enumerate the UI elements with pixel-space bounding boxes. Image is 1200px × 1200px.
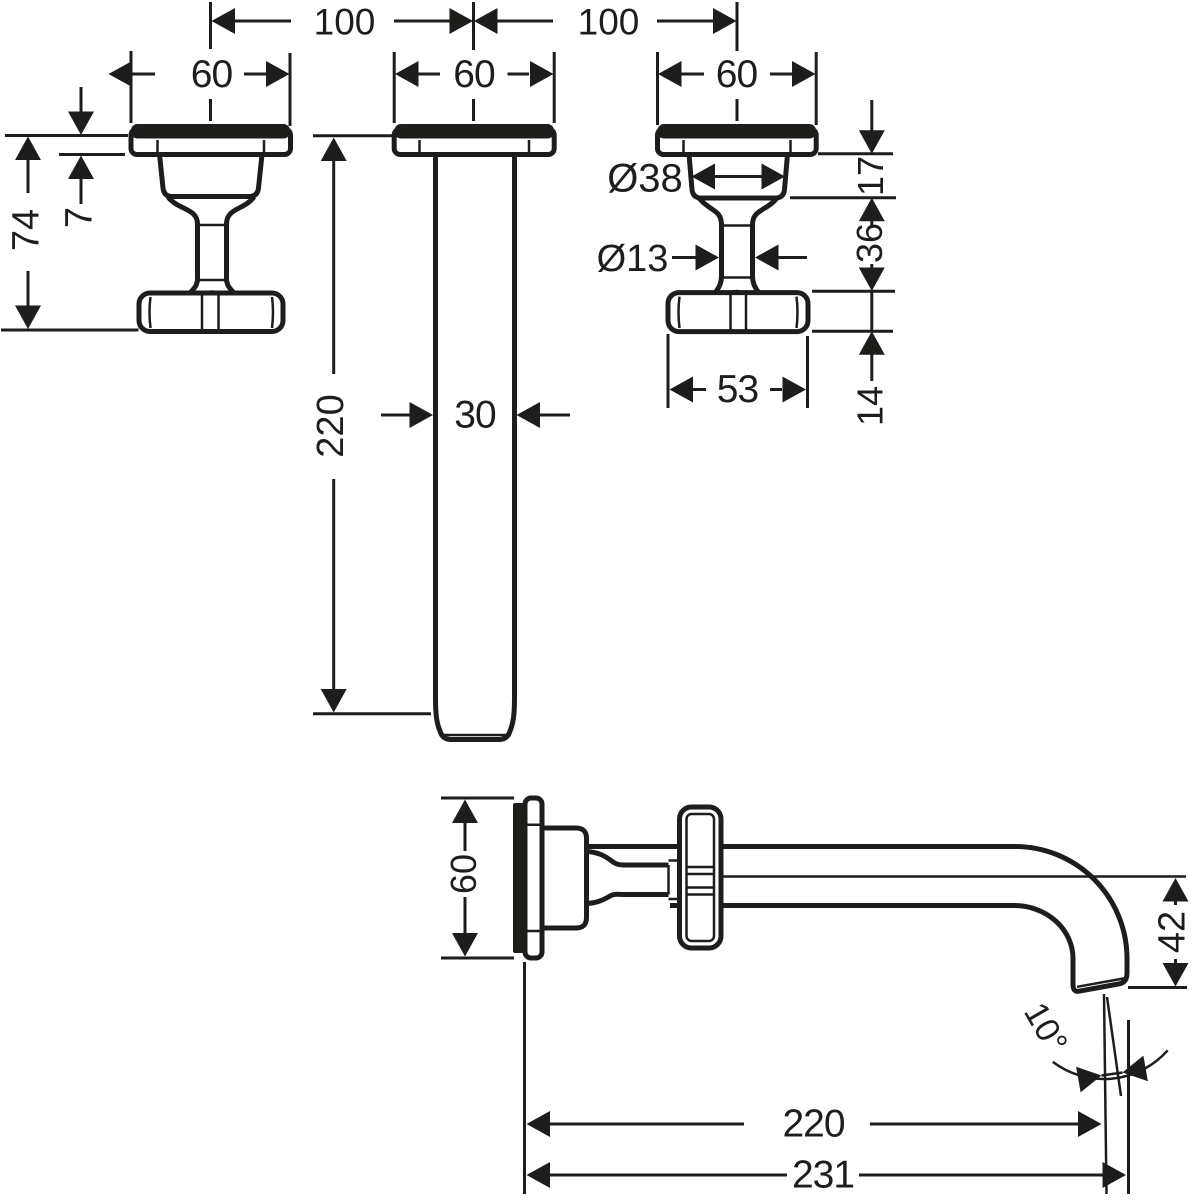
svg-text:17: 17	[850, 156, 891, 196]
svg-text:231: 231	[792, 1154, 854, 1197]
svg-text:Ø13: Ø13	[597, 238, 669, 280]
svg-text:220: 220	[310, 394, 352, 457]
svg-text:60: 60	[716, 53, 758, 96]
svg-text:100: 100	[578, 2, 640, 43]
svg-text:53: 53	[717, 368, 758, 411]
svg-text:Ø38: Ø38	[607, 157, 683, 201]
svg-text:42: 42	[1152, 911, 1194, 953]
svg-text:100: 100	[314, 2, 376, 43]
svg-text:60: 60	[191, 53, 233, 96]
svg-text:14: 14	[850, 386, 891, 426]
svg-text:36: 36	[849, 223, 890, 263]
svg-text:220: 220	[782, 1103, 844, 1146]
svg-text:30: 30	[454, 394, 496, 437]
svg-text:60: 60	[443, 854, 484, 894]
svg-text:74: 74	[6, 209, 48, 251]
svg-text:7: 7	[59, 207, 101, 228]
svg-text:60: 60	[453, 53, 495, 96]
